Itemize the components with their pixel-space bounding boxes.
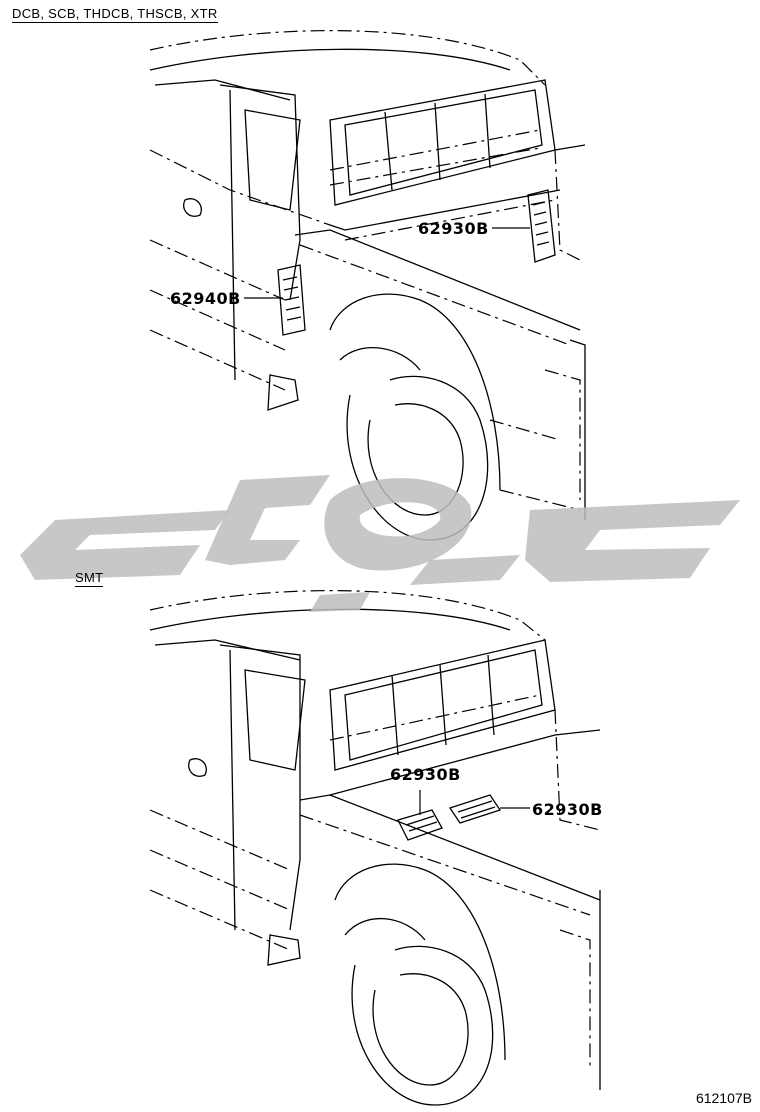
variant-label-top: DCB, SCB, THDCB, THSCB, XTR — [12, 6, 218, 23]
variant-label-bottom: SMT — [75, 570, 104, 587]
bottom-truck-drawing — [149, 590, 601, 1106]
part-number-top-left: 62940B — [170, 289, 241, 308]
part-number-bottom-left: 62930B — [390, 765, 461, 784]
watermark-logo — [20, 475, 740, 612]
top-truck-drawing — [149, 30, 586, 541]
part-number-top-right: 62930B — [418, 219, 489, 238]
figure-code: 612107B — [695, 1090, 752, 1106]
part-number-bottom-right: 62930B — [532, 800, 603, 819]
